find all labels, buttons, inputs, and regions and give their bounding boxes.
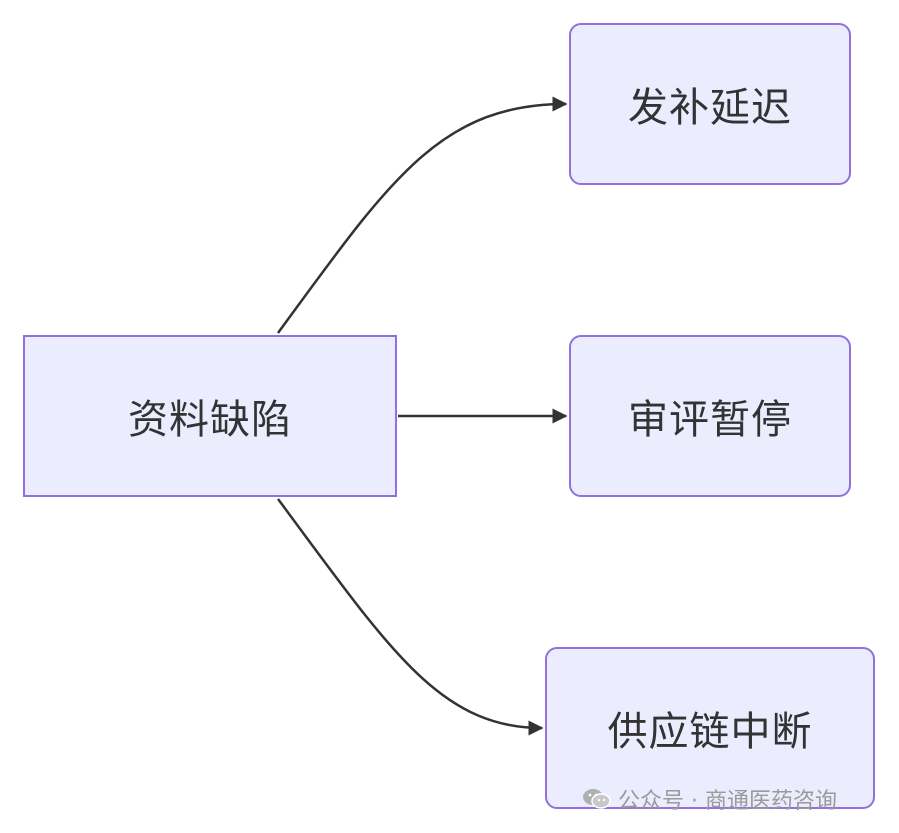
edge-to-supply [276, 498, 544, 736]
node-supplement-delay: 发补延迟 [569, 23, 851, 185]
node-material-defect: 资料缺陷 [23, 335, 397, 497]
watermark-text: 公众号 · 商通医药咨询 [618, 789, 837, 814]
node-supply-chain-break: 供应链中断 [545, 647, 875, 809]
node-label: 审评暂停 [628, 397, 792, 443]
node-label: 资料缺陷 [128, 397, 292, 443]
edge-to-delay [276, 96, 568, 334]
wechat-icon [582, 787, 612, 811]
node-review-pause: 审评暂停 [569, 335, 851, 497]
node-label: 发补延迟 [628, 85, 792, 131]
watermark: 公众号 · 商通医药咨询 [582, 783, 837, 815]
node-label: 供应链中断 [607, 709, 813, 755]
